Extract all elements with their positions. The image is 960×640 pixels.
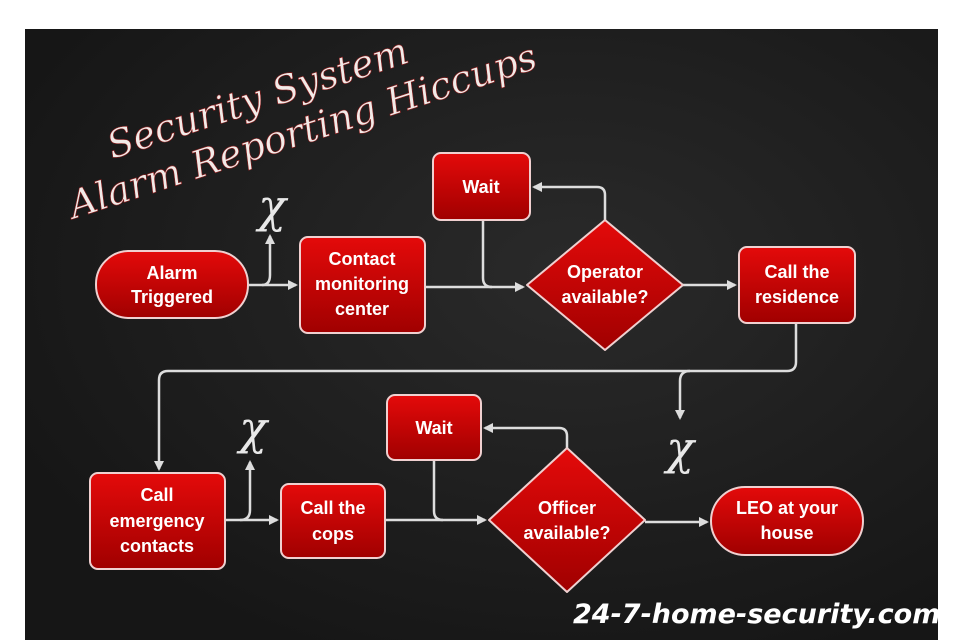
node-label: Call — [140, 485, 173, 505]
node-label: available? — [523, 523, 610, 543]
node-leo-at-house: LEO at your house — [710, 486, 864, 556]
node-label: contacts — [120, 536, 194, 556]
arrow-operator-to-wait — [532, 182, 607, 220]
arrow-officer-to-wait — [483, 423, 569, 448]
node-label: Call the — [764, 262, 829, 282]
node-label: LEO at your — [736, 498, 838, 518]
fail-mark-alarm: χ — [255, 179, 289, 233]
watermark: 24-7-home-security.com — [573, 599, 940, 630]
line-wait1-return — [481, 220, 493, 289]
node-contact-monitoring-center: Contact monitoring center — [299, 236, 426, 334]
arrow-emergency-fail — [239, 460, 255, 522]
node-call-residence: Call the residence — [738, 246, 856, 324]
node-label: Officer — [538, 498, 596, 518]
node-label: Triggered — [131, 287, 213, 307]
node-label: house — [760, 523, 813, 543]
node-label: Operator — [567, 262, 643, 282]
node-label: Contact — [329, 249, 396, 269]
node-label: available? — [561, 287, 648, 307]
node-label: center — [335, 299, 389, 319]
node-label: Call the — [300, 498, 365, 518]
node-label: Wait — [415, 418, 452, 438]
node-operator-available: Operator available? — [526, 219, 684, 351]
line-wait2-return — [432, 460, 444, 522]
arrow-residence-to-emergency — [154, 323, 798, 471]
node-label: emergency — [109, 511, 204, 531]
node-wait-operator: Wait — [432, 152, 531, 221]
node-officer-available: Officer available? — [488, 447, 646, 593]
arrow-residence-fail — [675, 369, 691, 420]
node-label: residence — [755, 287, 839, 307]
fail-mark-residence: χ — [663, 421, 697, 475]
node-label: cops — [312, 524, 354, 544]
node-label: Wait — [462, 177, 499, 197]
node-call-emergency-contacts: Call emergency contacts — [89, 472, 226, 570]
fail-mark-emergency: χ — [236, 401, 270, 455]
node-label: Alarm — [146, 263, 197, 283]
arrow-alarm-fail — [261, 234, 275, 287]
node-wait-officer: Wait — [386, 394, 482, 461]
node-call-cops: Call the cops — [280, 483, 386, 559]
node-label: monitoring — [315, 274, 409, 294]
connectors — [154, 182, 798, 527]
node-alarm-triggered: Alarm Triggered — [95, 250, 249, 319]
